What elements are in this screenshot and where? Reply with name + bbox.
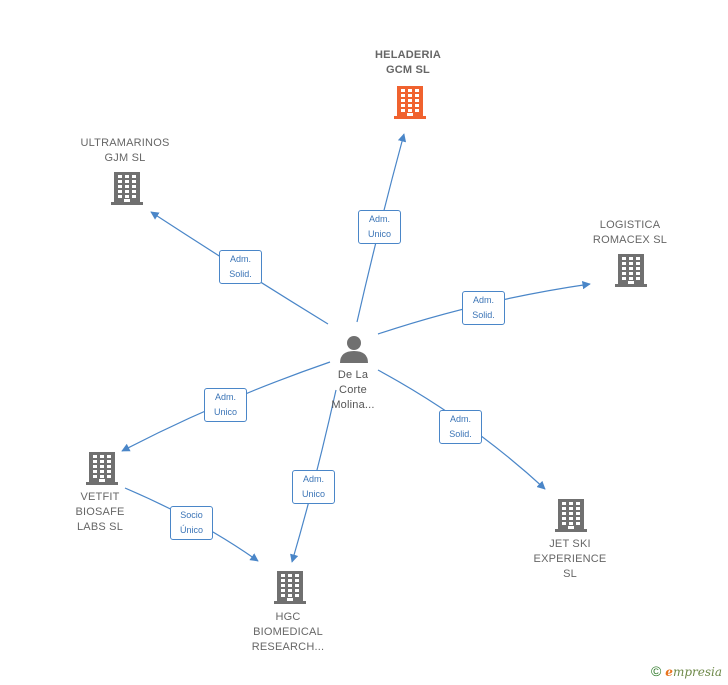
footer-brand: ©empresia: [651, 663, 722, 679]
relation-label-line: Unico: [367, 229, 391, 239]
relation-label-line: Adm.: [472, 295, 494, 305]
company-label-line: GJM SL: [104, 152, 146, 164]
person-label-line: Corte: [339, 384, 367, 396]
person-icon[interactable]: [340, 336, 368, 363]
building-icon[interactable]: [555, 499, 587, 532]
relation-label-line: Adm.: [368, 214, 390, 224]
building-icon[interactable]: [274, 571, 306, 604]
relation-label-line: Único: [179, 525, 203, 535]
building-icon[interactable]: [86, 452, 118, 485]
company-label-line: JET SKI: [549, 538, 591, 550]
copyright-icon: ©: [650, 663, 662, 679]
relation-label-line: Socio: [180, 510, 203, 520]
relation-label-line: Solid.: [472, 310, 495, 320]
company-label-line: BIOSAFE: [75, 506, 125, 518]
company-label-vetfit[interactable]: VETFIT BIOSAFE LABS SL: [60, 490, 140, 535]
company-label-line: HELADERIA: [375, 49, 441, 61]
person-label-line: Molina...: [331, 399, 375, 411]
building-icon[interactable]: [615, 254, 647, 287]
company-label-line: BIOMEDICAL: [253, 626, 323, 638]
relation-label-vetfit-hgc[interactable]: Socio Único: [170, 506, 213, 540]
building-icon[interactable]: [394, 86, 426, 119]
relation-label-line: Adm.: [214, 392, 236, 402]
relation-label-line: Unico: [213, 407, 237, 417]
company-label-line: LABS SL: [76, 521, 124, 533]
relation-label-vetfit[interactable]: Adm. Unico: [204, 388, 247, 422]
icons-layer: [86, 86, 647, 604]
relation-label-line: Unico: [301, 489, 325, 499]
company-label-line: SL: [563, 568, 577, 580]
person-label-line: De La: [337, 369, 369, 381]
company-label-line: VETFIT: [80, 491, 120, 503]
company-label-ultramarinos[interactable]: ULTRAMARINOS GJM SL: [70, 136, 180, 166]
relation-label-heladeria[interactable]: Adm. Unico: [358, 210, 401, 244]
company-label-logistica[interactable]: LOGISTICA ROMACEX SL: [578, 218, 682, 248]
company-label-line: EXPERIENCE: [533, 553, 607, 565]
relation-label-line: Adm.: [229, 254, 251, 264]
relation-label-line: Adm.: [302, 474, 324, 484]
company-label-line: HGC: [275, 611, 301, 623]
relation-label-logistica[interactable]: Adm. Solid.: [462, 291, 505, 325]
relation-label-hgc[interactable]: Adm. Unico: [292, 470, 335, 504]
building-icon[interactable]: [111, 172, 143, 205]
company-label-line: ULTRAMARINOS: [80, 137, 170, 149]
relation-label-jetski[interactable]: Adm. Solid.: [439, 410, 482, 444]
relation-label-line: Solid.: [229, 269, 252, 279]
person-node-label[interactable]: De La Corte Molina...: [318, 368, 388, 413]
company-label-jetski[interactable]: JET SKI EXPERIENCE SL: [520, 537, 620, 582]
company-label-line: LOGISTICA: [599, 219, 661, 231]
company-label-line: GCM SL: [386, 64, 430, 76]
relation-label-line: Solid.: [449, 429, 472, 439]
company-label-hgc[interactable]: HGC BIOMEDICAL RESEARCH...: [238, 610, 338, 655]
company-label-line: ROMACEX SL: [592, 234, 668, 246]
company-label-line: RESEARCH...: [251, 641, 325, 653]
company-label-heladeria[interactable]: HELADERIA GCM SL: [358, 48, 458, 78]
brand-logo-text: mpresia: [672, 665, 722, 679]
brand-logo-e: e: [665, 665, 673, 679]
relation-label-ultramarinos[interactable]: Adm. Solid.: [219, 250, 262, 284]
relation-label-line: Adm.: [449, 414, 471, 424]
